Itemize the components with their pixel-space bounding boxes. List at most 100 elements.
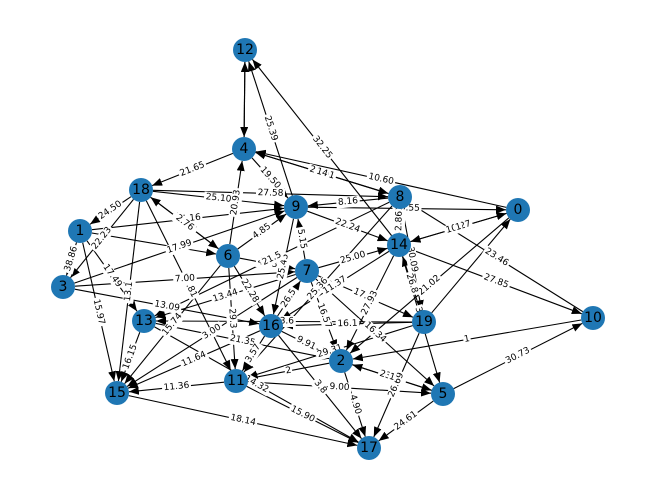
edge-label-background [480,271,512,292]
edge-label-5-10: 30.73 [502,344,534,368]
edge-label-7-2: 16.57 [313,300,335,332]
edge-label-background [386,371,398,384]
edge-label-text: 5.15 [295,228,308,249]
edge-label-text: 1 [388,372,397,383]
edge-label-background [260,113,281,144]
edge-label-background [171,211,198,235]
node-circle [68,219,92,243]
edge-label-background [327,381,352,394]
node-13: 13 [132,309,156,333]
node-label: 3 [59,279,68,295]
edge-label-10-2: 1 [462,333,472,346]
edge-label-background [365,170,397,189]
node-circle [232,137,256,161]
node-label: 18 [132,182,150,198]
edge-label-10-8: 23.46 [481,245,512,270]
node-circle [295,259,319,283]
edge-label-background [391,408,421,434]
edge-label-text: 1 [454,222,462,233]
edge-label-background [462,333,472,346]
edge-label-6-4: 20.93 [228,187,244,218]
edge-label-5-17: 24.61 [391,408,421,434]
edge-label-background [402,270,421,297]
edge-label-background [120,341,141,373]
edge-label-background [319,273,351,298]
node-6: 6 [216,244,240,268]
edge-label-7-14: 25.00 [337,248,369,268]
edge-label-background [304,274,332,304]
edge-label-text: 13.44 [212,287,240,304]
edge-label-0-14: 1 [453,221,464,234]
edge-label-text: 30.73 [504,346,532,367]
node-circle [129,178,153,202]
edge-label-2-17: 4.90 [346,391,364,418]
edge-label-text: 27.85 [482,272,510,290]
edge-label-background [227,412,259,429]
edge-label-background [502,344,534,368]
node-label: 14 [390,237,408,253]
edge-label-16-15: 11.64 [178,348,210,371]
edge-label-text: 13.09 [153,299,180,314]
edge-label-background [159,309,186,340]
edge-label-7-15: 3.00 [199,320,225,344]
edge-label-background [95,197,126,224]
edge-label-background [277,285,301,312]
edge-label-text: 16.57 [315,302,333,330]
edge-label-text: 2.86 [394,211,404,232]
edge-label-text: 21.02 [416,273,442,297]
node-circle [329,349,353,373]
edge-label-background [228,187,244,218]
node-circle [506,198,530,222]
edge-label-background [358,287,382,319]
edge-label-background [314,341,346,362]
edge-label-18-1: 24.50 [95,197,126,224]
node-3: 3 [51,275,75,299]
edge-label-3-9: 17.99 [164,237,195,257]
edge-label-18-8: 27.58 [255,187,286,200]
edge-label-background [453,221,464,234]
node-0: 0 [506,198,530,222]
edge-label-background [275,251,292,282]
edge-label-5-2: 1 [386,371,398,384]
node-circle [51,275,75,299]
edge-label-background [225,306,239,331]
edge-label-background [89,296,108,328]
node-label: 15 [108,385,126,401]
edge-label-background [256,163,284,193]
node-12: 12 [233,38,257,62]
node-circle [216,244,240,268]
node-circle [224,369,248,393]
edge-label-text: 24.61 [393,409,420,432]
edge-label-background [287,403,318,426]
node-circle [284,195,308,219]
edge-label-text: 16.1 [337,319,357,330]
node-label: 0 [514,202,523,218]
edge-label-14-8: 2.86 [393,209,406,233]
edge-label-background [294,226,309,252]
edge-label-11-5: 9.00 [327,381,352,394]
edge-label-16-2: 9.91 [292,333,320,354]
edge-label-background [385,369,408,401]
node-circle [387,233,411,257]
edge-label-2-11: 2 [283,364,294,378]
edge-label-3-16: 13.09 [151,298,183,315]
edge-label-1-15: 15.97 [89,296,108,328]
edge-label-background [335,318,360,330]
edge-label-background [310,376,330,398]
edge-label-13-2: 21.35 [227,332,258,350]
node-label: 7 [303,263,312,279]
node-4: 4 [232,137,256,161]
edge-label-text: 11.36 [163,381,190,394]
edge-label-text: 11.64 [180,350,208,370]
edge-label-0-4: 10.60 [365,170,397,189]
edge-label-background [335,195,361,209]
edge-label-text: 27.58 [257,188,283,199]
node-7: 7 [295,259,319,283]
node-circle [233,38,257,62]
edge-label-8-9: 8.16 [335,195,361,209]
edge-label-background [178,348,210,371]
node-2: 2 [329,349,353,373]
edge-label-background [203,191,234,206]
edge-label-background [314,165,330,181]
node-circle [105,381,129,405]
